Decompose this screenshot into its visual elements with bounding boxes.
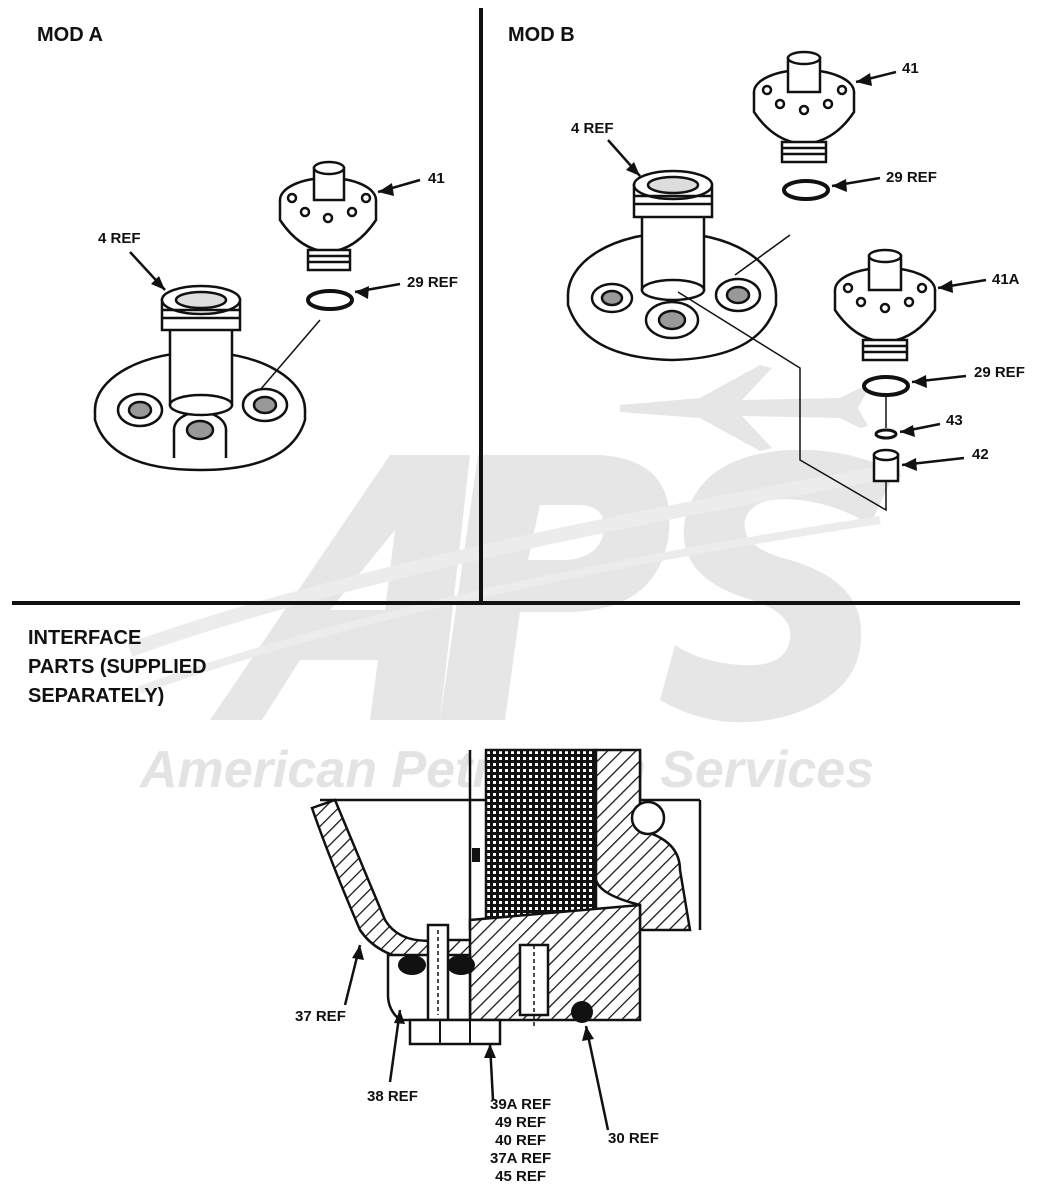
interface-parts-heading: INTERFACE PARTS (SUPPLIED SEPARATELY) [28,624,207,711]
callout-mod-a-4-ref: 4 REF [98,230,141,247]
callout-stack-item: 39A REF [490,1096,552,1113]
interface-heading-line: SEPARATELY) [28,685,165,707]
callout-mod-b-29-ref-top: 29 REF [886,169,937,186]
callout-38-ref: 38 REF [367,1088,418,1105]
callout-stack-item: 45 REF [495,1168,546,1185]
callout-mod-b-42: 42 [972,446,989,463]
callout-30-ref: 30 REF [608,1130,659,1147]
callout-stack-item: 37A REF [490,1150,552,1167]
interface-heading-line: INTERFACE [28,627,142,649]
interface-heading-line: PARTS (SUPPLIED [28,656,207,678]
callout-37-ref: 37 REF [295,1008,346,1025]
callout-mod-b-41: 41 [902,60,919,77]
mod-b-heading: MOD B [508,24,575,46]
mod-a-heading: MOD A [37,24,103,46]
callout-mod-b-41a: 41A [992,271,1020,288]
callout-mod-a-29-ref: 29 REF [407,274,458,291]
callout-stack-item: 40 REF [495,1132,546,1149]
callout-stack-item: 49 REF [495,1114,546,1131]
callout-mod-a-41: 41 [428,170,445,187]
callout-stack-39a-45: 39A REF 49 REF 40 REF 37A REF 45 REF [490,1096,551,1186]
callout-mod-b-43: 43 [946,412,963,429]
callout-mod-b-4-ref: 4 REF [571,120,614,137]
callout-mod-b-29-ref-bottom: 29 REF [974,364,1025,381]
